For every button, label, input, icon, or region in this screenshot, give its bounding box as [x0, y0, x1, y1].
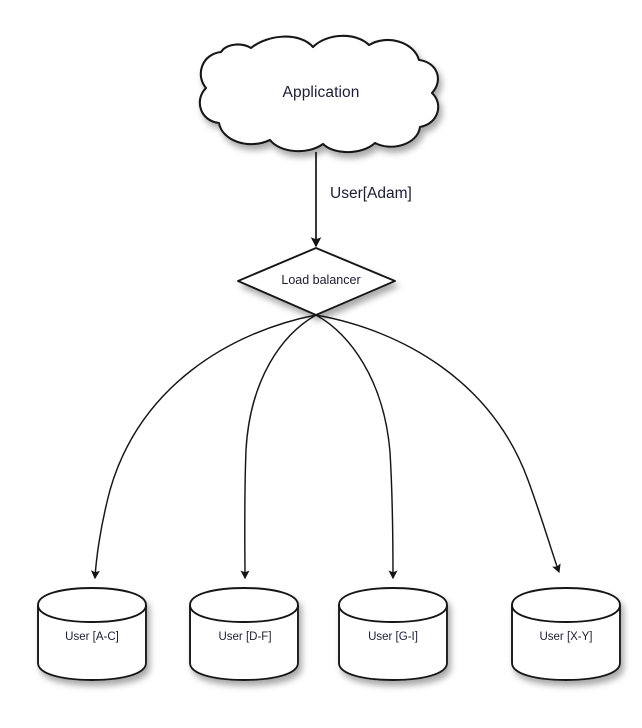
edge-loadbalancer-to-shard-2 — [315, 314, 398, 580]
edge-loadbalancer-to-shard-0 — [90, 314, 317, 580]
edge-loadbalancer-to-shard-3 — [315, 314, 561, 574]
edge-loadbalancer-to-shard-1 — [240, 314, 317, 580]
node-load-balancer-diamond[interactable] — [237, 247, 396, 316]
node-shard-cylinder-0[interactable] — [37, 587, 147, 681]
node-shard-cylinder-2[interactable] — [338, 587, 448, 681]
node-shard-cylinder-3[interactable] — [511, 587, 621, 681]
node-application-cloud[interactable] — [198, 34, 440, 154]
node-shard-cylinder-1[interactable] — [189, 587, 299, 681]
